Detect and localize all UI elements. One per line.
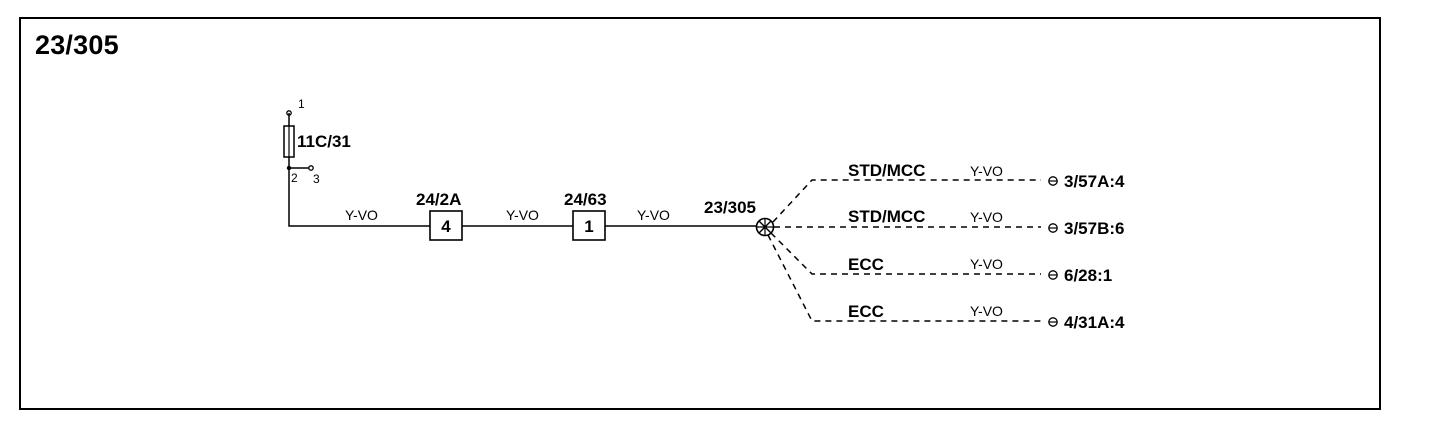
connector-24-63: 24/63 1 xyxy=(564,190,607,241)
terminal-icon xyxy=(1048,270,1058,280)
main-wire: Y-VO Y-VO Y-VO xyxy=(288,168,756,227)
branch-destination: 4/31A:4 xyxy=(1064,313,1125,332)
fuse-pin-3-terminal xyxy=(308,165,314,171)
branch-destination: 6/28:1 xyxy=(1064,266,1112,285)
splice-23-305: 23/305 xyxy=(704,198,775,237)
fuse-pin-2-label: 2 xyxy=(291,171,298,185)
fuse-label: 11C/31 xyxy=(297,132,351,151)
fuse: 1 11C/31 2 3 xyxy=(283,97,351,186)
diagram-title: 23/305 xyxy=(35,30,119,60)
branch-destination: 3/57B:6 xyxy=(1064,219,1124,238)
branch-4: ECC Y-VO 4/31A:4 xyxy=(767,234,1125,332)
connector-24-2a: 24/2A 4 xyxy=(416,190,463,241)
branch-1: STD/MCC Y-VO 3/57A:4 xyxy=(772,161,1125,223)
connector-box xyxy=(572,210,606,241)
branch-wire-color: Y-VO xyxy=(970,303,1003,319)
diagram-frame xyxy=(19,17,1381,410)
splice-label: 23/305 xyxy=(704,198,756,217)
branch-wire-color: Y-VO xyxy=(970,209,1003,225)
wire-color-label-1: Y-VO xyxy=(345,207,378,223)
wire-color-label-2: Y-VO xyxy=(506,207,539,223)
branch-variant: STD/MCC xyxy=(848,207,925,226)
branch-wire-color: Y-VO xyxy=(970,163,1003,179)
connector-pin: 1 xyxy=(584,217,593,236)
connector-pin: 4 xyxy=(441,217,451,236)
branch-wire-color: Y-VO xyxy=(970,256,1003,272)
terminal-icon xyxy=(1048,223,1058,233)
terminal-icon xyxy=(1048,317,1058,327)
fuse-pin-3-label: 3 xyxy=(313,172,320,186)
connector-name: 24/2A xyxy=(416,190,461,209)
branch-3: ECC Y-VO 6/28:1 xyxy=(770,232,1112,285)
wire-color-label-3: Y-VO xyxy=(637,207,670,223)
branch-destination: 3/57A:4 xyxy=(1064,172,1125,191)
terminal-icon xyxy=(1048,176,1058,186)
connector-box xyxy=(429,210,463,241)
fuse-pin-1-label: 1 xyxy=(298,97,305,111)
branch-2: STD/MCC Y-VO 3/57B:6 xyxy=(774,207,1124,238)
fuse-pin-1-terminal xyxy=(286,110,292,116)
branch-variant: ECC xyxy=(848,255,884,274)
branch-variant: STD/MCC xyxy=(848,161,925,180)
branch-variant: ECC xyxy=(848,302,884,321)
connector-name: 24/63 xyxy=(564,190,607,209)
